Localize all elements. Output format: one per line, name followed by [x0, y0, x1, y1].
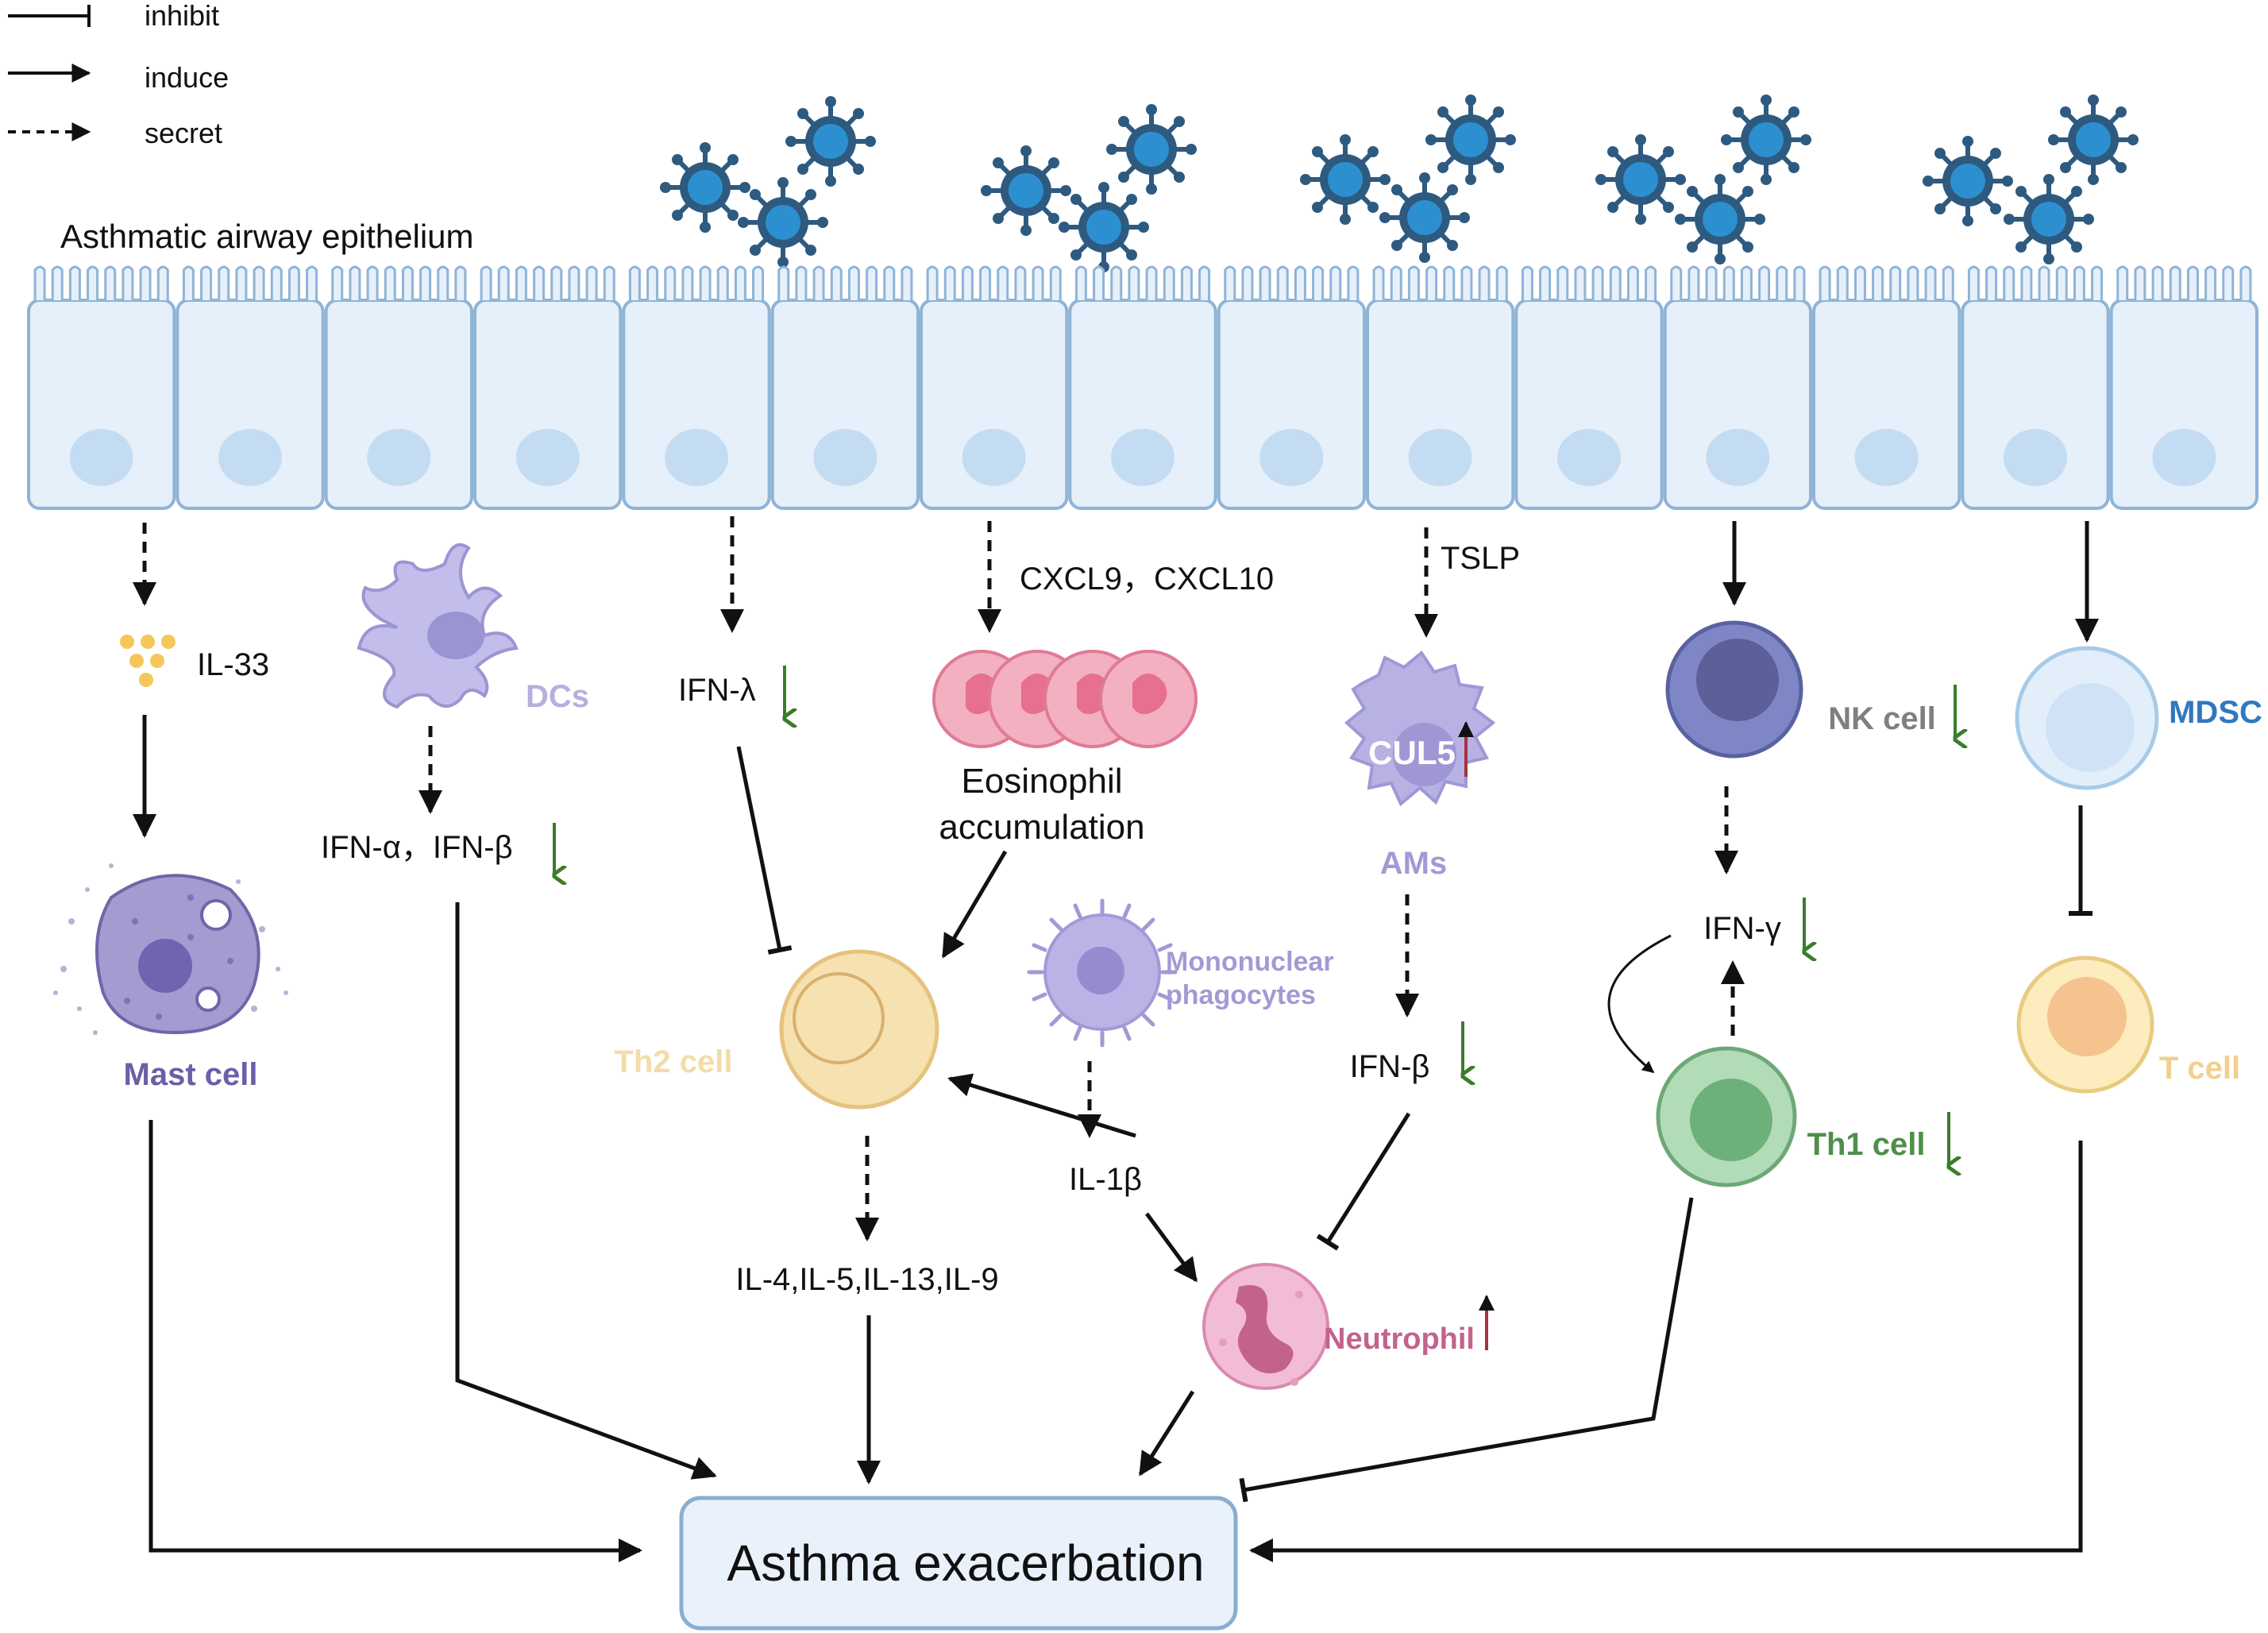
epithelial-cell	[1812, 299, 1961, 510]
cilia	[1521, 265, 1657, 300]
th1-cell-icon	[1656, 1046, 1797, 1187]
epithelial-nucleus	[218, 429, 282, 486]
mdsc-icon	[2015, 646, 2159, 790]
nk-cell-icon	[1665, 620, 1803, 759]
epithelial-nucleus	[515, 429, 580, 486]
eosinophil-icon	[932, 650, 1198, 748]
cilia	[331, 265, 467, 300]
legend-secret: secret	[145, 117, 222, 149]
epithelial-nucleus	[367, 429, 431, 486]
epithelial-nucleus	[1259, 429, 1324, 486]
ams-label: AMs	[1380, 846, 1447, 881]
mononuclear-label-line2: phagocytes	[1166, 980, 1316, 1010]
cilia	[2116, 265, 2252, 300]
cxcl-label: CXCL9，CXCL10	[1020, 562, 1274, 596]
epithelial-cell	[176, 299, 325, 510]
epithelial-cell	[1663, 299, 1813, 510]
epithelial-cell	[27, 299, 176, 510]
mdsc-label: MDSC	[2169, 695, 2262, 730]
ifn-beta-label: IFN-β	[1350, 1049, 1430, 1084]
epithelial-nucleus	[665, 429, 728, 486]
legend-induce: induce	[145, 61, 229, 94]
cilia	[1224, 265, 1360, 300]
epithelial-cell	[324, 299, 473, 510]
epithelial-nucleus	[1854, 429, 1919, 486]
th2-cell-label: Th2 cell	[615, 1044, 733, 1079]
il33-label: IL-33	[197, 647, 269, 682]
cilia	[182, 265, 318, 300]
ifn-gamma-label: IFN-γ	[1703, 911, 1781, 946]
cilia	[1670, 265, 1806, 300]
epithelial-nucleus	[1111, 429, 1174, 486]
il33-granules-icon	[120, 635, 176, 687]
il1b-label: IL-1β	[1069, 1162, 1142, 1197]
cilia	[777, 265, 913, 300]
t-cell-icon	[2016, 955, 2154, 1094]
ifn-alpha-beta-label: IFN-α，IFN-β	[321, 830, 513, 865]
epithelial-nucleus	[1706, 429, 1770, 486]
epithelial-cell	[1366, 299, 1515, 510]
dendritic-cell-icon	[357, 543, 519, 709]
epithelial-cell	[473, 299, 623, 510]
epithelial-cell	[622, 299, 771, 510]
asthma-exacerbation-box	[679, 1496, 1238, 1631]
mononuclear-phagocyte-icon	[1027, 898, 1178, 1048]
cul5-label: CUL5	[1368, 734, 1456, 771]
cilia	[1372, 265, 1508, 300]
neutrophil-label: Neutrophil	[1324, 1322, 1475, 1356]
epithelial-cell	[1514, 299, 1664, 510]
epithelial-cell	[2109, 299, 2259, 510]
epithelial-nucleus	[1557, 429, 1621, 486]
t-cell-label: T cell	[2159, 1051, 2240, 1086]
cilia	[926, 265, 1062, 300]
il-cytokines-label: IL-4,IL-5,IL-13,IL-9	[735, 1262, 998, 1297]
ifn-lambda-label: IFN-λ	[678, 673, 756, 708]
cilia	[1967, 265, 2104, 300]
asthma-exacerbation-label: Asthma exacerbation	[727, 1535, 1204, 1592]
epithelial-nucleus	[962, 429, 1026, 486]
epithelial-cell	[920, 299, 1069, 510]
epithelial-nucleus	[69, 429, 133, 486]
epithelial-nucleus	[813, 429, 878, 486]
alveolar-macrophage-icon	[1344, 650, 1496, 807]
epithelial-nucleus	[2152, 429, 2216, 486]
epithelial-cell	[770, 299, 920, 510]
epithelium-label: Asthmatic airway epithelium	[60, 218, 474, 255]
th2-cell-icon	[779, 949, 939, 1110]
airway-epithelium	[27, 265, 2259, 510]
cilia	[1074, 265, 1211, 300]
nk-cell-label: NK cell	[1828, 701, 1936, 736]
epithelial-nucleus	[1408, 429, 1472, 486]
cilia	[480, 265, 615, 300]
epithelial-cell	[1068, 299, 1217, 510]
legend: inhibit induce secret	[8, 0, 229, 149]
epithelial-cell	[1217, 299, 1366, 510]
mast-cell-icon	[53, 863, 288, 1035]
neutrophil-icon	[1202, 1263, 1329, 1390]
mononuclear-label-line1: Mononuclear	[1166, 947, 1334, 977]
dcs-label: DCs	[526, 679, 589, 714]
eosinophil-label-line1: Eosinophil	[961, 762, 1122, 801]
tslp-label: TSLP	[1441, 541, 1520, 576]
th1-cell-label: Th1 cell	[1807, 1127, 1926, 1162]
epithelial-nucleus	[2004, 429, 2067, 486]
legend-inhibit: inhibit	[145, 0, 219, 32]
cilia	[628, 265, 765, 300]
cilia	[33, 265, 169, 300]
epithelial-cell	[1961, 299, 2110, 510]
cilia	[1819, 265, 1954, 300]
viruses	[660, 95, 2139, 272]
eosinophil-label-line2: accumulation	[939, 808, 1144, 847]
mast-cell-label: Mast cell	[124, 1057, 258, 1092]
